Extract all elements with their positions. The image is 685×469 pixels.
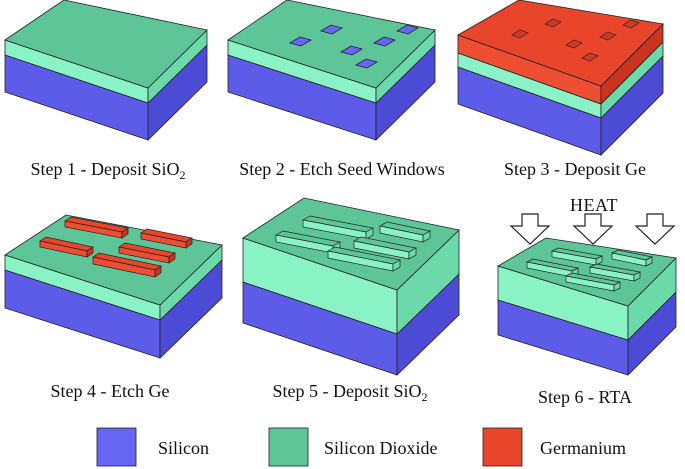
oxide-ridge [588,263,642,282]
seed-window [319,24,344,35]
legend-swatch-silicon [96,427,137,467]
caption-step-4: Step 4 - Etch Ge [51,381,170,401]
step-4-germanium-stripes [39,216,193,278]
step-2-oxide-top [227,0,436,89]
legend-swatch-silicon-dioxide [268,427,309,467]
step-6-oxide-ridges [525,247,654,292]
step-5-oxide-top [242,197,460,291]
ge-stripe [118,242,176,264]
heat-arrows [509,213,676,245]
step-2-seed-windows [288,24,420,69]
ge-dimple [565,39,583,49]
seed-window [339,45,364,56]
heat-arrow-icon [634,213,676,245]
step-6-block: HEAT [497,195,677,376]
caption-step-3: Step 3 - Deposit Ge [504,159,646,179]
legend-label-germanium: Germanium [540,438,626,458]
ge-dimple [511,29,529,39]
caption-step-6: Step 6 - RTA [538,387,632,407]
step-1-oxide-top [4,0,208,89]
ge-stripe [39,236,94,258]
oxide-ridge [564,272,622,292]
oxide-ridge [302,215,374,240]
ge-stripe [140,228,193,249]
heat-arrow-icon [572,213,614,245]
step-1-block [4,0,208,141]
ge-stripe [92,252,162,278]
captions: Step 1 - Deposit SiO2 Step 2 - Etch Seed… [30,159,646,407]
oxide-ridge [353,236,417,260]
caption-step-1: Step 1 - Deposit SiO2 [30,159,185,182]
heat-label: HEAT [570,195,618,215]
legend-swatch-germanium [482,427,523,467]
oxide-ridge [550,247,604,266]
seed-window [395,24,420,35]
ge-stripe [64,216,129,239]
step-5-block [242,197,460,376]
step-3-germanium-top [457,0,664,87]
step-3-window-dimples [511,18,640,62]
heat-arrow-icon [509,213,551,245]
step-2-block [227,0,436,141]
ge-dimple [599,31,617,41]
seed-window [372,36,397,47]
ge-dimple [622,19,640,29]
step-5-oxide-ridges [275,215,431,272]
oxide-ridge [379,221,431,243]
legend-label-silicon: Silicon [158,438,209,458]
legend: Silicon Silicon Dioxide Germanium [96,427,626,467]
step-4-block [4,214,223,359]
seed-window [354,58,379,69]
oxide-ridge [327,246,401,272]
caption-step-5: Step 5 - Deposit SiO2 [272,381,427,404]
legend-label-silicon-dioxide: Silicon Dioxide [324,438,438,458]
ge-dimple [581,52,599,62]
step-3-block [457,0,664,156]
seed-window [288,36,313,47]
oxide-ridge [610,249,654,267]
ge-dimple [544,18,562,28]
caption-step-2: Step 2 - Etch Seed Windows [239,159,444,179]
